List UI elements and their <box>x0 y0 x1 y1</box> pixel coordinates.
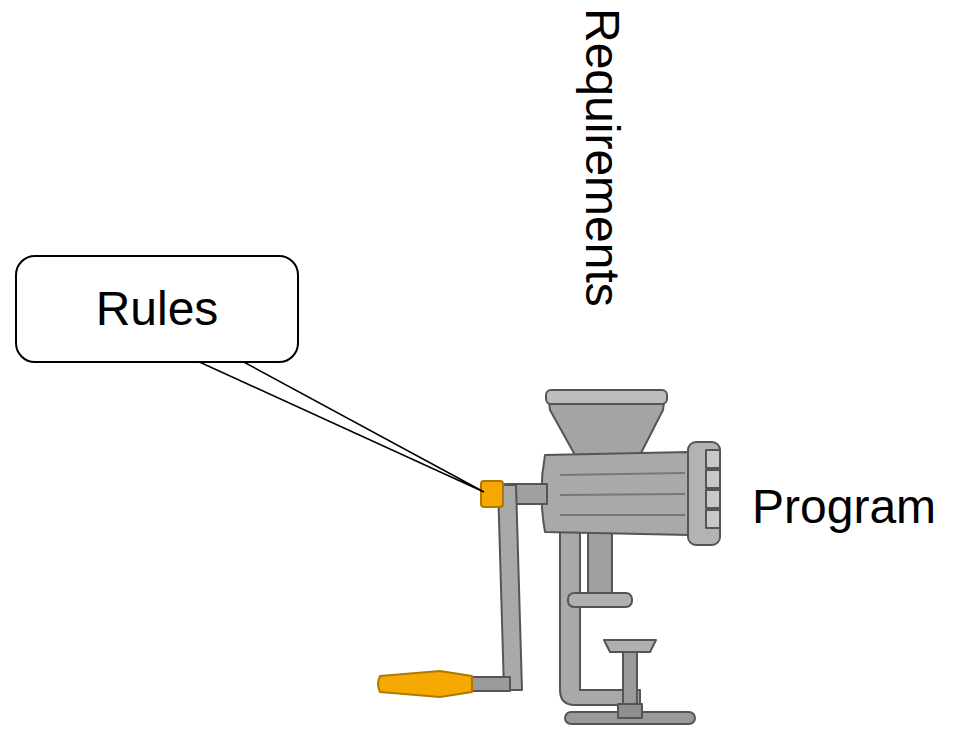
ring-knurl <box>706 470 720 488</box>
outlet-stem <box>588 525 612 595</box>
body-groove <box>560 514 685 516</box>
body-groove <box>560 494 685 495</box>
ring-knurl <box>706 510 720 528</box>
hopper-rim <box>546 390 667 404</box>
grinder <box>378 390 720 724</box>
clamp-hub <box>618 704 642 718</box>
crank-nut <box>481 481 503 507</box>
callout-box: Rules <box>15 255 299 363</box>
handle-shaft <box>470 677 510 691</box>
front-ring <box>688 442 720 545</box>
callout-text: Rules <box>96 283 219 336</box>
ring-knurl <box>706 450 720 468</box>
crank-handle <box>378 671 472 697</box>
callout-pointer <box>195 360 484 492</box>
grinder-body <box>542 452 691 535</box>
clamp-pad <box>604 640 656 652</box>
body-groove <box>560 473 685 475</box>
outlet-foot <box>568 593 632 607</box>
ring-knurl <box>706 490 720 508</box>
part-label: Requirements <box>578 8 626 307</box>
part-label: Program <box>752 483 936 531</box>
crank-arm <box>498 485 522 690</box>
